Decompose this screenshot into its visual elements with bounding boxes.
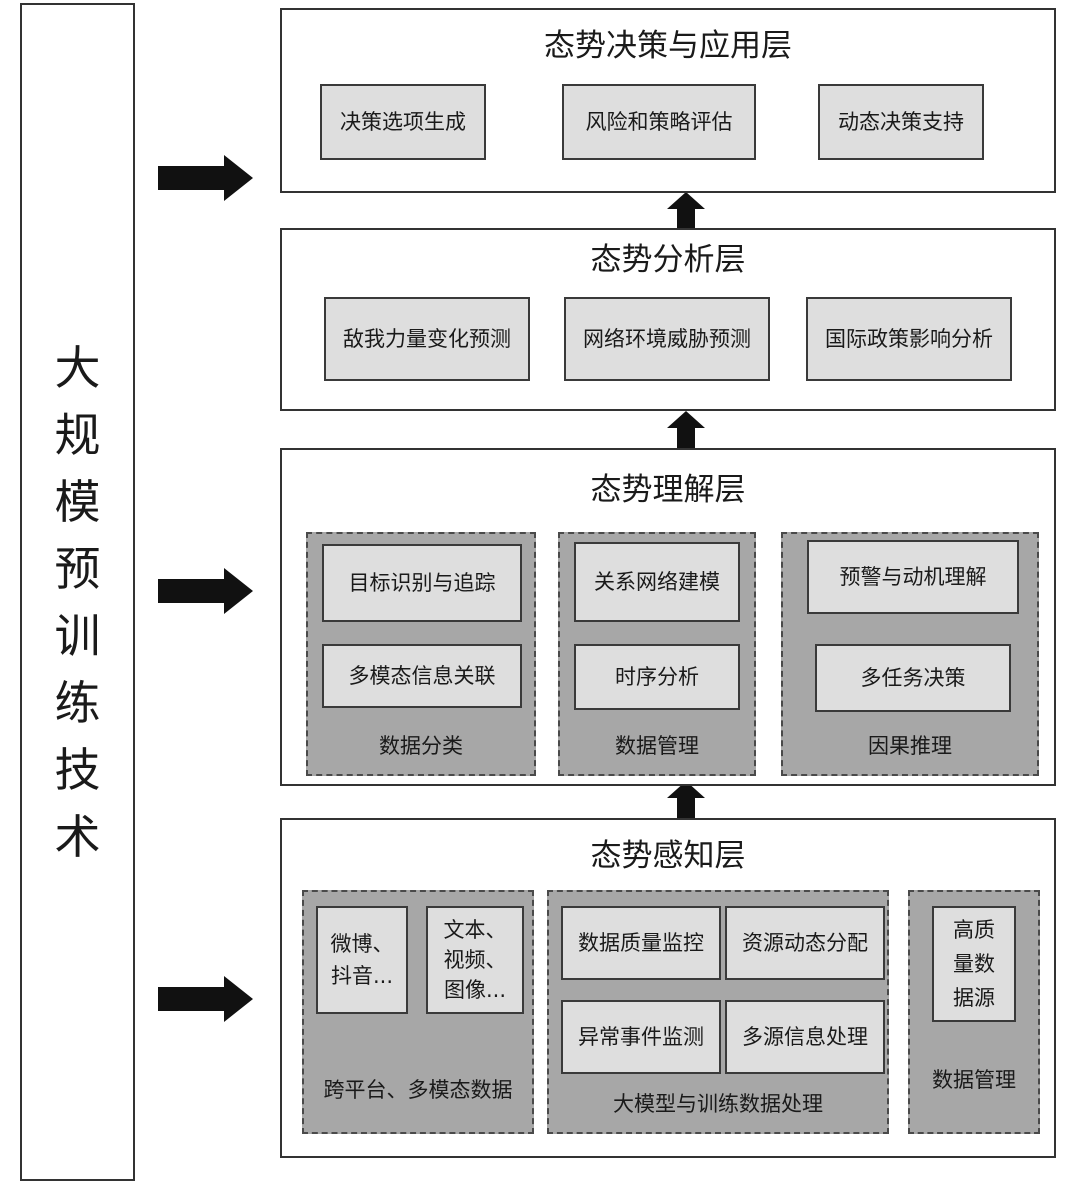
label-char: 术 <box>54 810 101 864</box>
social-platform-box: 微博、 抖音... <box>316 906 408 1014</box>
group-caption: 数据管理 <box>932 1068 1016 1092</box>
box-line: 微博、 <box>330 932 394 956</box>
box-line: 抖音... <box>330 964 394 988</box>
anomaly-monitoring-box: 异常事件监测 <box>561 1000 721 1074</box>
data-classification-group: 目标识别与追踪 多模态信息关联 数据分类 <box>306 532 536 776</box>
technology-label: 大 规 模 预 训 练 技 术 <box>22 335 133 871</box>
warning-motive-box: 预警与动机理解 <box>807 540 1019 614</box>
causal-reasoning-group: 预警与动机理解 多任务决策 因果推理 <box>781 532 1039 776</box>
group-caption: 数据分类 <box>379 734 463 758</box>
multisource-processing-box: 多源信息处理 <box>725 1000 885 1074</box>
box-line: 据源 <box>953 986 995 1010</box>
up-arrow-icon <box>667 192 705 230</box>
multitask-decision-box: 多任务决策 <box>815 644 1011 712</box>
resource-allocation-box: 资源动态分配 <box>725 906 885 980</box>
box-line: 文本、 <box>443 918 507 942</box>
data-source-group: 高质 量数 据源 数据管理 <box>908 890 1040 1134</box>
policy-impact-box: 国际政策影响分析 <box>806 297 1012 381</box>
multimodal-association-box: 多模态信息关联 <box>322 644 522 708</box>
label-char: 预 <box>54 542 101 596</box>
up-arrow-icon <box>667 781 705 819</box>
network-threat-box: 网络环境威胁预测 <box>564 297 770 381</box>
right-arrow-icon <box>158 155 253 201</box>
box-line: 量数 <box>953 952 995 976</box>
high-quality-source-box: 高质 量数 据源 <box>932 906 1016 1022</box>
right-arrow-icon <box>158 568 253 614</box>
relation-network-box: 关系网络建模 <box>574 542 740 622</box>
group-caption: 跨平台、多模态数据 <box>323 1078 513 1102</box>
layer-title: 态势决策与应用层 <box>544 28 792 64</box>
up-arrow-icon <box>667 411 705 449</box>
understanding-layer: 态势理解层 目标识别与追踪 多模态信息关联 数据分类 关系网络建模 时序分析 数… <box>280 448 1056 786</box>
analysis-layer: 态势分析层 敌我力量变化预测 网络环境威胁预测 国际政策影响分析 <box>280 228 1056 411</box>
target-tracking-box: 目标识别与追踪 <box>322 544 522 622</box>
label-char: 技 <box>54 743 101 797</box>
label-char: 规 <box>54 408 101 462</box>
model-data-processing-group: 数据质量监控 资源动态分配 异常事件监测 多源信息处理 大模型与训练数据处理 <box>547 890 889 1134</box>
perception-layer: 态势感知层 微博、 抖音... 文本、 视频、 图像... 跨平台、多模态数据 … <box>280 818 1056 1158</box>
group-caption: 数据管理 <box>615 734 699 758</box>
layer-title: 态势感知层 <box>590 838 746 874</box>
layer-title: 态势分析层 <box>590 242 746 278</box>
box-line: 图像... <box>443 978 507 1002</box>
right-arrow-icon <box>158 976 253 1022</box>
media-type-box: 文本、 视频、 图像... <box>426 906 524 1014</box>
risk-assessment-box: 风险和策略评估 <box>562 84 756 160</box>
label-char: 训 <box>54 609 101 663</box>
time-series-box: 时序分析 <box>574 644 740 710</box>
box-line: 高质 <box>953 918 995 942</box>
decision-layer: 态势决策与应用层 决策选项生成 风险和策略评估 动态决策支持 <box>280 8 1056 193</box>
label-char: 练 <box>54 676 101 730</box>
cross-platform-group: 微博、 抖音... 文本、 视频、 图像... 跨平台、多模态数据 <box>302 890 534 1134</box>
box-line: 视频、 <box>443 948 507 972</box>
technology-column: 大 规 模 预 训 练 技 术 <box>20 3 135 1181</box>
force-change-box: 敌我力量变化预测 <box>324 297 530 381</box>
decision-option-box: 决策选项生成 <box>320 84 486 160</box>
label-char: 模 <box>54 475 101 529</box>
layer-title: 态势理解层 <box>590 472 746 508</box>
quality-monitoring-box: 数据质量监控 <box>561 906 721 980</box>
data-management-group: 关系网络建模 时序分析 数据管理 <box>558 532 756 776</box>
dynamic-decision-box: 动态决策支持 <box>818 84 984 160</box>
group-caption: 大模型与训练数据处理 <box>613 1092 823 1116</box>
group-caption: 因果推理 <box>868 734 952 758</box>
label-char: 大 <box>54 341 101 395</box>
